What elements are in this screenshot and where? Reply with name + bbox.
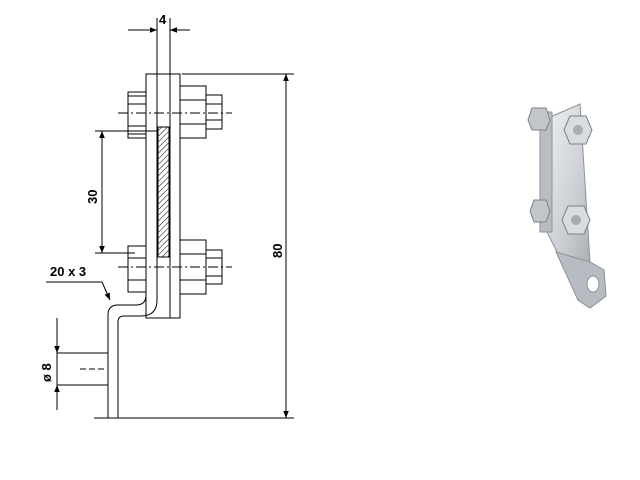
- flat-bar-label: 20 x 3: [50, 264, 86, 279]
- lower-bolt: [118, 239, 232, 295]
- flat-bar-leader: [46, 281, 111, 301]
- hole-diameter-dimension: [54, 318, 108, 410]
- hatched-section: [157, 126, 170, 258]
- overall-height-label: 80: [270, 244, 285, 258]
- bolt-spacing-label: 30: [85, 190, 100, 204]
- overall-height-dimension: [132, 73, 294, 419]
- thickness-dimension: [128, 18, 190, 80]
- flat-bar-strap: [107, 74, 147, 418]
- upper-bolt: [118, 85, 232, 139]
- bolt-spacing-dimension: [95, 130, 158, 254]
- product-photo: [527, 103, 607, 309]
- thickness-label: 4: [159, 12, 167, 27]
- hole-diameter-label: ø 8: [39, 363, 54, 382]
